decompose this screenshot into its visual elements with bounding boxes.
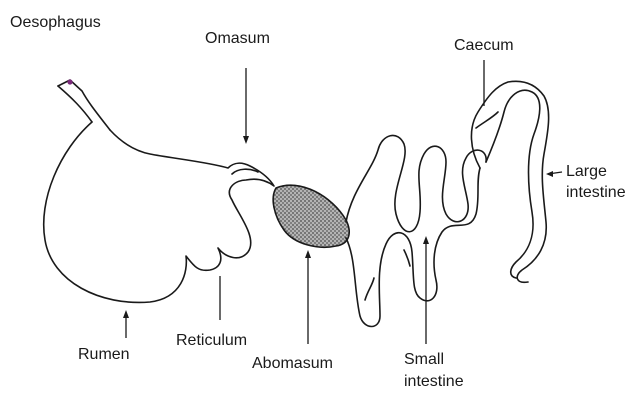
small-intestine-shape-inner (346, 168, 480, 327)
large-intestine-shape (486, 90, 540, 278)
label-small-intestine-line2: intestine (404, 373, 464, 390)
small-intestine-shape (346, 135, 486, 231)
oesophagus-shape (58, 79, 110, 130)
large-intestine-shape-outer (471, 81, 548, 282)
label-omasum: Omasum (205, 30, 270, 47)
label-caecum: Caecum (454, 37, 514, 54)
label-rumen: Rumen (78, 346, 130, 363)
oesophagus-tip-marker (67, 79, 72, 84)
label-large-intestine-line2: intestine (566, 184, 626, 201)
omasum-shape (232, 169, 258, 174)
label-reticulum: Reticulum (176, 332, 247, 349)
label-abomasum: Abomasum (252, 355, 333, 372)
label-oesophagus: Oesophagus (10, 14, 101, 31)
label-large-intestine-line1: Large (566, 163, 607, 180)
abomasum-shape (273, 185, 349, 247)
rumen-reticulum-outline (44, 122, 274, 302)
small-intestine-fold-mark (365, 278, 374, 300)
caecum-shape (476, 112, 498, 128)
label-small-intestine-line1: Small (404, 351, 444, 368)
small-intestine-fold-mark-2 (404, 250, 410, 266)
label-pointers (123, 60, 562, 344)
